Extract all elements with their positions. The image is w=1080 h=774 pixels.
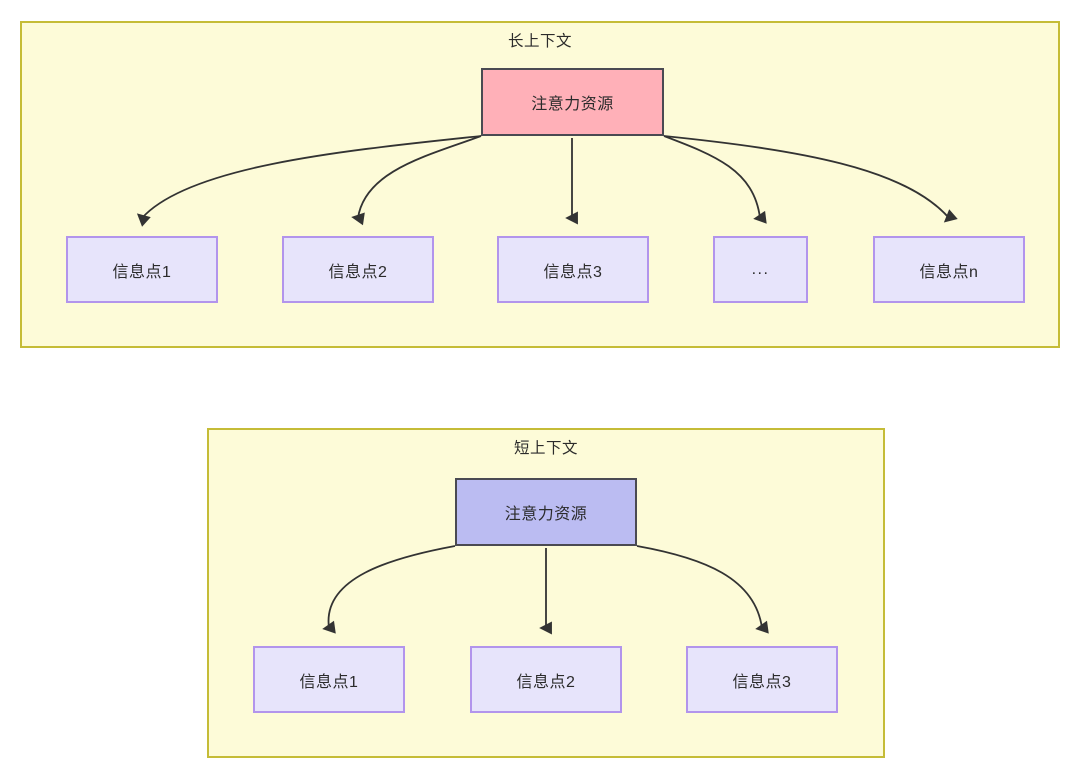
node-label: 注意力资源 [531, 96, 614, 113]
node-short-info-point-3[interactable]: 信息点3 [686, 646, 838, 713]
node-label: 信息点1 [112, 263, 172, 281]
node-label: ... [751, 260, 770, 278]
node-label: 信息点n [919, 263, 979, 281]
group-long-context-title: 长上下文 [507, 33, 572, 50]
group-short-context-title: 短上下文 [513, 440, 578, 457]
node-label: 信息点3 [543, 263, 603, 281]
node-label: 信息点2 [516, 673, 576, 691]
node-short-info-point-1[interactable]: 信息点1 [253, 646, 405, 713]
node-short-info-point-2[interactable]: 信息点2 [470, 646, 622, 713]
node-long-info-point-ellipsis[interactable]: ... [713, 236, 808, 303]
node-short-attention-resource[interactable]: 注意力资源 [455, 478, 637, 546]
node-label: 信息点3 [732, 673, 792, 691]
node-long-info-point-1[interactable]: 信息点1 [66, 236, 218, 303]
node-long-info-point-3[interactable]: 信息点3 [497, 236, 649, 303]
node-long-info-point-2[interactable]: 信息点2 [282, 236, 434, 303]
node-long-info-point-n[interactable]: 信息点n [873, 236, 1025, 303]
node-label: 注意力资源 [504, 506, 588, 523]
node-label: 信息点1 [299, 673, 359, 691]
node-label: 信息点2 [328, 263, 388, 281]
node-long-attention-resource[interactable]: 注意力资源 [481, 68, 664, 136]
